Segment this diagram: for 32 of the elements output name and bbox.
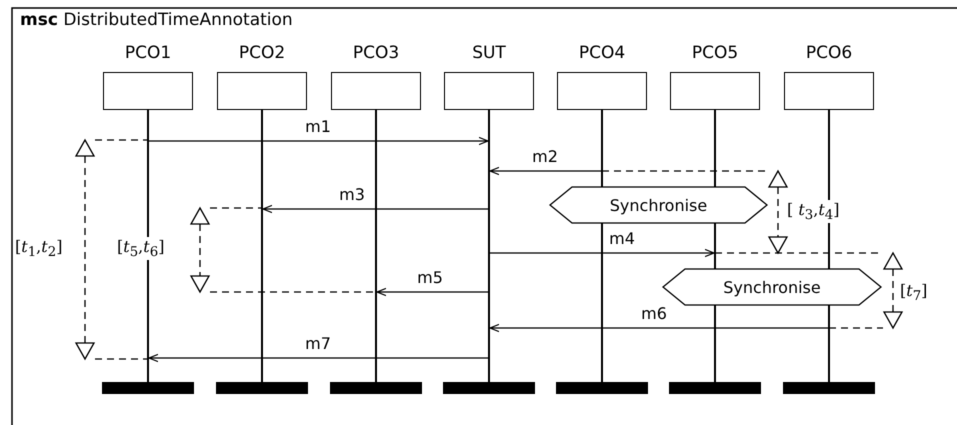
edge-label: m4 <box>609 229 635 248</box>
diagram-title: msc DistributedTimeAnnotation <box>20 10 293 30</box>
condition-text: Synchronise <box>608 194 708 216</box>
lifeline <box>488 110 490 382</box>
edge-label: m1 <box>305 117 331 136</box>
edge-label: m5 <box>417 268 443 287</box>
instance-name: SUT <box>471 43 507 63</box>
lifeline <box>261 110 263 382</box>
message-arrow <box>489 324 828 332</box>
instance-name: PCO4 <box>578 43 626 63</box>
lifeline <box>375 110 377 382</box>
time-constraint-label: [ t$_{3}$,t$_{4}$] <box>786 200 841 224</box>
edge-label: m3 <box>339 185 365 204</box>
edge-label: m6 <box>641 304 667 323</box>
instance-name: PCO6 <box>804 43 854 63</box>
edge-label: m7 <box>305 334 331 353</box>
condition-hexagon <box>549 186 768 224</box>
message-arrow <box>489 166 601 176</box>
time-constraint-label: [t$_{5}$,t$_{6}$] <box>116 237 166 260</box>
instance-name: PCO5 <box>690 43 740 63</box>
condition-text: Synchronise <box>722 276 822 298</box>
lifeline <box>147 110 149 382</box>
instance-name: PCO2 <box>238 43 286 63</box>
instance-name: PCO1 <box>124 43 172 63</box>
message-arrow <box>148 354 488 362</box>
instance-name: PCO3 <box>352 43 400 63</box>
message-arrow <box>149 136 489 146</box>
message-arrow <box>262 204 488 214</box>
message-arrow <box>490 248 715 258</box>
condition-hexagon <box>662 268 882 306</box>
message-arrow <box>376 288 488 296</box>
edge-label: m2 <box>532 147 558 166</box>
